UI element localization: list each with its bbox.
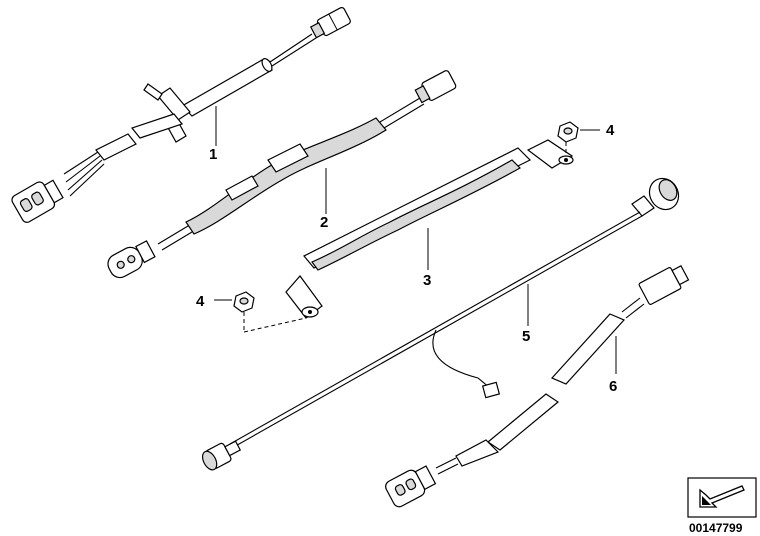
callout-4-lower: 4 — [196, 293, 205, 310]
callout-1: 1 — [209, 146, 217, 163]
arrow-icon — [699, 485, 745, 508]
callout-6: 6 — [609, 378, 617, 395]
callout-3: 3 — [423, 272, 431, 289]
reference-badge: 00147799 — [687, 477, 757, 535]
part-2-wiring-harness[interactable] — [104, 70, 457, 281]
reference-number: 00147799 — [689, 521, 743, 535]
part-1-wiring-harness[interactable] — [10, 6, 351, 225]
part-3-ground-strap[interactable] — [285, 139, 574, 319]
callout-5: 5 — [522, 328, 530, 345]
part-5-sensor-cable[interactable] — [200, 173, 684, 472]
callout-2: 2 — [320, 214, 328, 231]
part-4-hex-nut-upper[interactable] — [557, 121, 600, 156]
part-6-adapter-cable[interactable] — [384, 262, 691, 509]
callout-4-upper: 4 — [606, 122, 615, 139]
part-4-hex-nut-lower[interactable] — [214, 291, 307, 333]
